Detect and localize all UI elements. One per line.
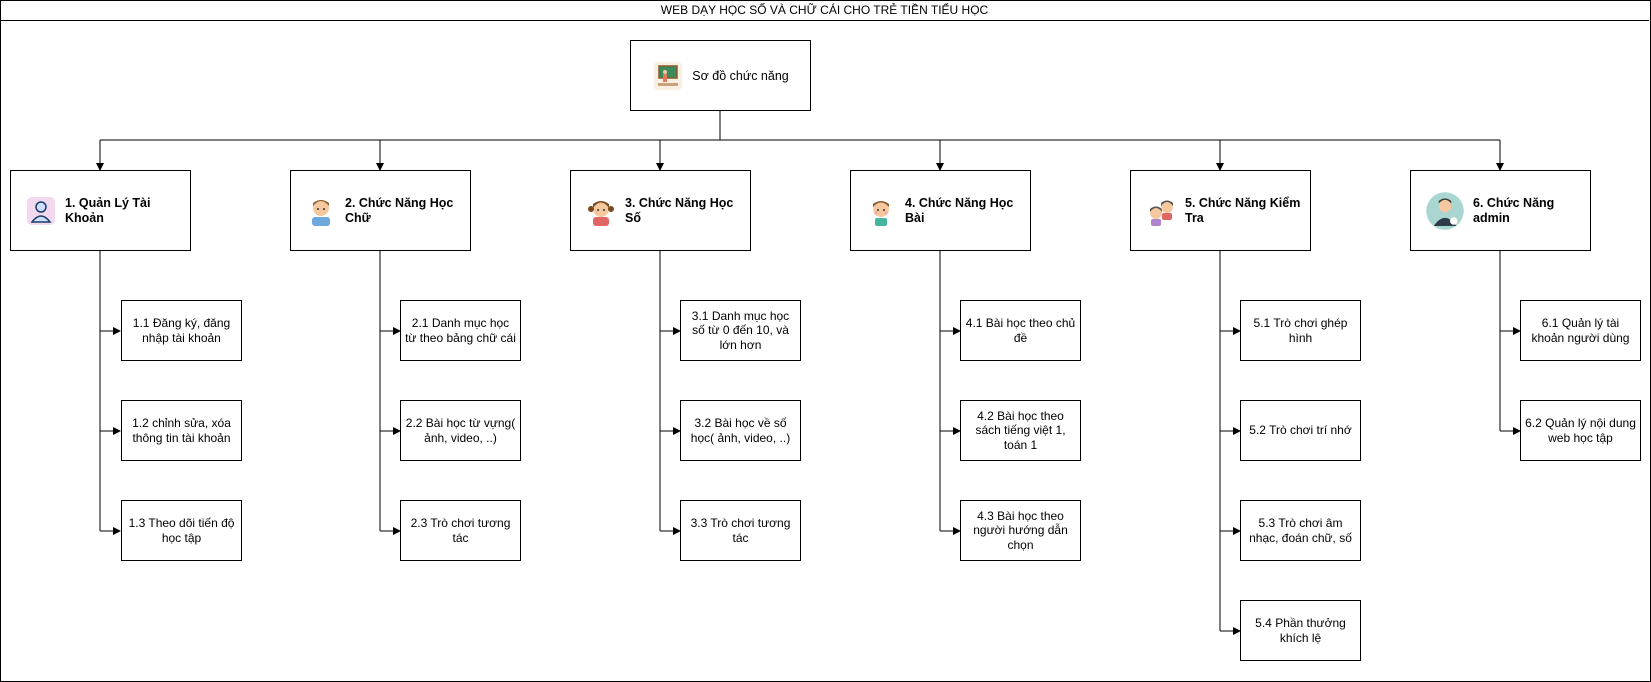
module-label: 2. Chức Năng Học Chữ <box>345 195 454 225</box>
admin-icon <box>1426 191 1464 230</box>
leaf-node: 2.3 Trò chơi tương tác <box>400 500 521 561</box>
leaf-node: 5.2 Trò chơi trí nhớ <box>1240 400 1361 461</box>
root-label: Sơ đồ chức năng <box>692 68 789 83</box>
diagram-title: WEB DẠY HỌC SỐ VÀ CHỮ CÁI CHO TRẺ TIỀN T… <box>0 0 1649 21</box>
user-icon <box>27 196 55 225</box>
module-learn-letters: 2. Chức Năng Học Chữ <box>290 170 471 251</box>
classroom-icon <box>654 61 683 90</box>
leaf-node: 3.1 Danh mục học số từ 0 đến 10, và lớn … <box>680 300 801 361</box>
module-label: 5. Chức Năng Kiểm Tra <box>1185 195 1301 225</box>
module-label: 6. Chức Năng admin <box>1473 195 1555 225</box>
leaf-node: 6.2 Quản lý nội dung web học tập <box>1520 400 1641 461</box>
leaf-node: 4.2 Bài học theo sách tiếng việt 1, toán… <box>960 400 1081 461</box>
module-label: 4. Chức Năng Học Bài <box>905 195 1014 225</box>
leaf-node: 4.1 Bài học theo chủ đề <box>960 300 1081 361</box>
leaf-node: 2.2 Bài học từ vựng( ảnh, video, ..) <box>400 400 521 461</box>
leaf-node: 5.3 Trò chơi âm nhạc, đoán chữ, số <box>1240 500 1361 561</box>
leaf-node: 1.2 chỉnh sửa, xóa thông tin tài khoản <box>121 400 242 461</box>
module-account-management: 1. Quản Lý Tài Khoản <box>10 170 191 251</box>
leaf-node: 3.2 Bài học về số học( ảnh, video, ..) <box>680 400 801 461</box>
module-label: 1. Quản Lý Tài Khoản <box>65 195 151 225</box>
children-icon <box>1150 200 1173 226</box>
leaf-node: 2.1 Danh mục học từ theo bảng chữ cái <box>400 300 521 361</box>
leaf-node: 5.4 Phần thưởng khích lệ <box>1240 600 1361 661</box>
module-learn-lessons: 4. Chức Năng Học Bài <box>850 170 1031 251</box>
child-icon <box>873 200 889 226</box>
leaf-node: 6.1 Quản lý tài khoản người dùng <box>1520 300 1641 361</box>
module-label: 3. Chức Năng Học Số <box>625 195 734 225</box>
leaf-node: 4.3 Bài học theo người hướng dẫn chọn <box>960 500 1081 561</box>
boy-icon <box>312 199 330 226</box>
module-learn-numbers: 3. Chức Năng Học Số <box>570 170 751 251</box>
leaf-node: 1.1 Đăng ký, đăng nhập tài khoản <box>121 300 242 361</box>
module-admin: 6. Chức Năng admin <box>1410 170 1591 251</box>
root-node: Sơ đồ chức năng <box>630 40 811 111</box>
module-testing: 5. Chức Năng Kiểm Tra <box>1130 170 1311 251</box>
girl-icon <box>588 200 614 226</box>
leaf-node: 5.1 Trò chơi ghép hình <box>1240 300 1361 361</box>
leaf-node: 3.3 Trò chơi tương tác <box>680 500 801 561</box>
leaf-node: 1.3 Theo dõi tiến độ học tập <box>121 500 242 561</box>
